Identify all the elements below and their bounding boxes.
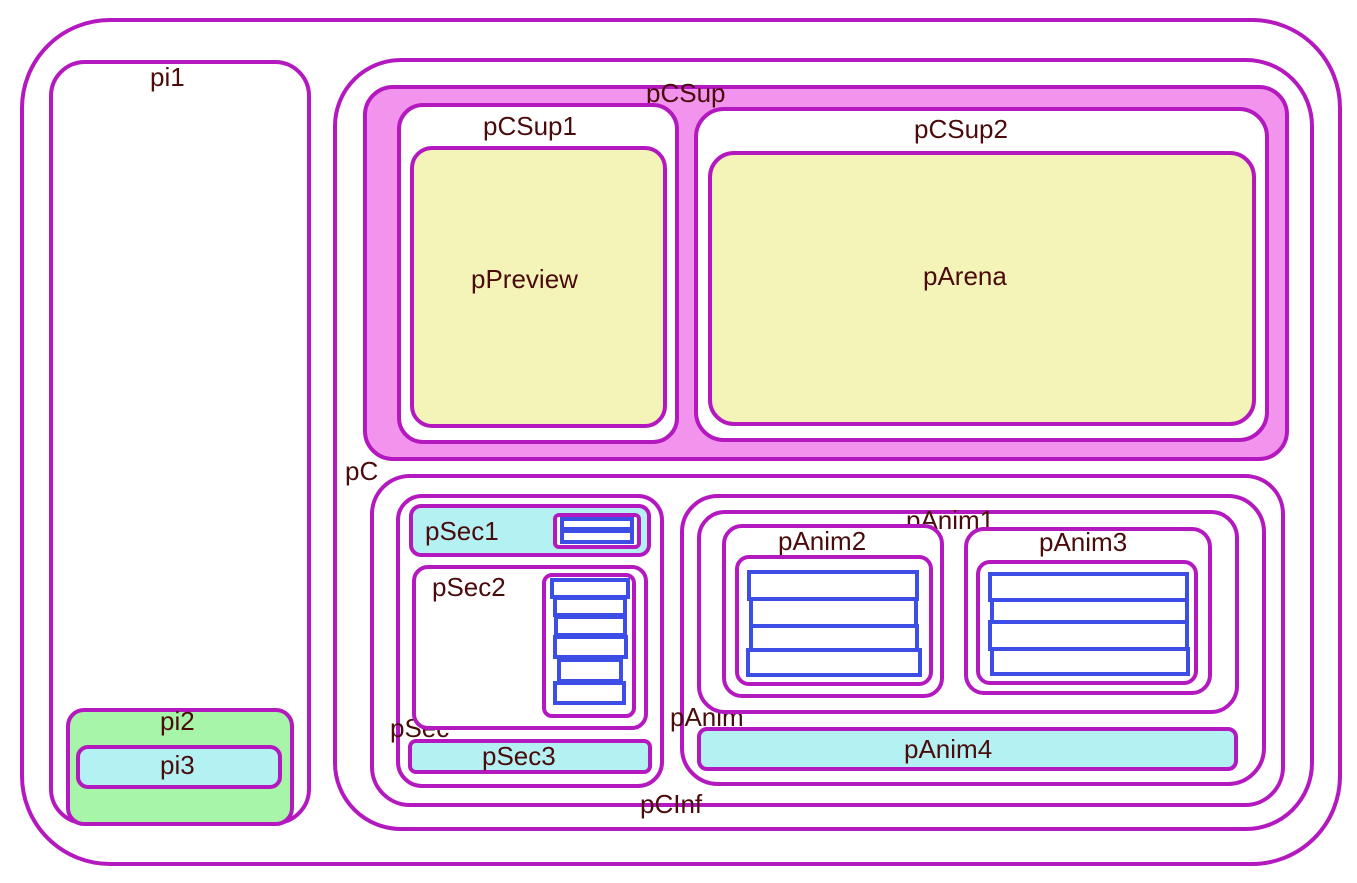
- pAnim3-item: [990, 647, 1190, 676]
- pAnim2-item: [746, 648, 922, 677]
- pSec1-item: [560, 529, 634, 544]
- pC-label: pC: [345, 456, 379, 486]
- pi2-label: pi2: [160, 706, 195, 736]
- pSec2-item: [553, 596, 627, 617]
- pAnim4-label: pAnim4: [904, 734, 993, 764]
- pAnim2-label: pAnim2: [778, 526, 867, 556]
- pArena-panel: [708, 151, 1256, 426]
- pSec2-label: pSec2: [432, 572, 506, 602]
- pPreview-panel: [410, 146, 667, 428]
- pi3-panel: [76, 745, 282, 789]
- pSec2-item: [553, 681, 626, 705]
- pArena-label: pArena: [923, 261, 1007, 291]
- pSec2-item: [553, 635, 628, 659]
- pi3-label: pi3: [160, 750, 195, 780]
- pAnim4-panel: [697, 727, 1238, 771]
- pCSup-label: pCSup: [646, 78, 726, 108]
- pAnim2-item: [747, 570, 919, 601]
- pCInf-label: pCInf: [640, 789, 703, 819]
- pi1-panel: [49, 60, 311, 825]
- pi1-label: pi1: [150, 62, 185, 92]
- pSec2-item: [554, 615, 627, 637]
- pCSup1-label: pCSup1: [483, 111, 577, 141]
- pSec3-label: pSec3: [482, 741, 556, 771]
- pSec3-panel: [408, 739, 652, 774]
- pCSup2-label: pCSup2: [914, 114, 1008, 144]
- pPreview-label: pPreview: [471, 264, 578, 294]
- pSec2-item: [557, 658, 623, 683]
- pSec1-label: pSec1: [425, 516, 499, 546]
- pAnim3-label: pAnim3: [1039, 527, 1128, 557]
